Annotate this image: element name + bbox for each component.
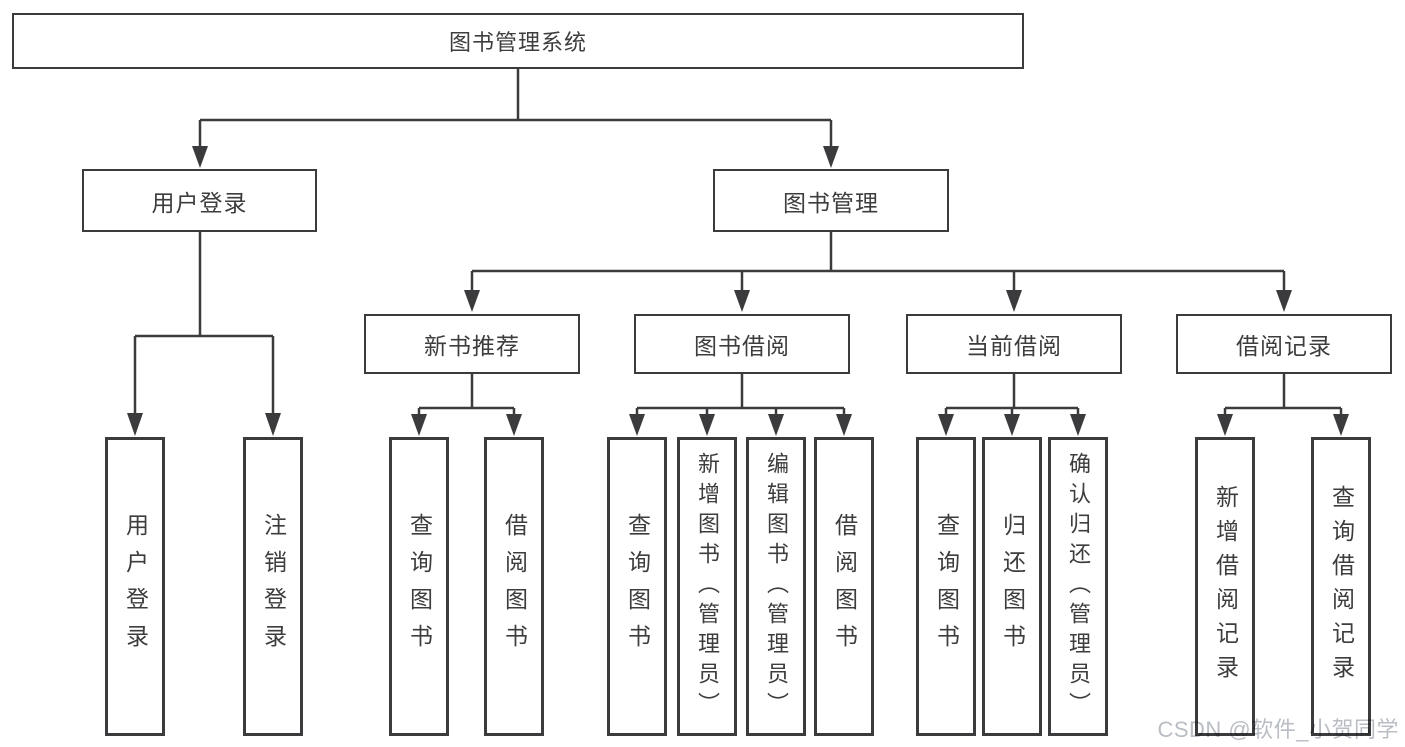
node-book-management: 图书管理 <box>713 169 949 232</box>
node-add-book-admin: 新增图书（管理员） <box>677 437 737 736</box>
edge-root-to-level2 <box>192 69 839 168</box>
node-query-borrow-record-label: 查询借阅记录 <box>1328 484 1355 689</box>
node-user-login: 用户登录 <box>82 169 317 232</box>
node-recommend-query-book: 查询图书 <box>389 437 449 736</box>
node-add-borrow-record: 新增借阅记录 <box>1195 437 1255 736</box>
node-add-book-admin-label: 新增图书（管理员） <box>695 451 720 722</box>
node-book-borrow-label: 图书借阅 <box>694 333 790 359</box>
node-root-label: 图书管理系统 <box>448 30 587 55</box>
node-edit-book-admin-label: 编辑图书（管理员） <box>764 451 789 722</box>
node-recommend-borrow-book: 借阅图书 <box>484 437 544 736</box>
node-current-query-book: 查询图书 <box>916 437 976 736</box>
node-return-book: 归还图书 <box>982 437 1042 736</box>
node-borrow-record: 借阅记录 <box>1176 314 1392 374</box>
node-book-management-label: 图书管理 <box>783 189 879 216</box>
edge-borrow-record-children <box>1217 374 1349 436</box>
node-query-borrow-record: 查询借阅记录 <box>1311 437 1371 736</box>
node-book-borrow: 图书借阅 <box>634 314 850 374</box>
node-borrow-book: 借阅图书 <box>814 437 874 736</box>
node-return-book-label: 归还图书 <box>999 512 1026 661</box>
node-current-query-book-label: 查询图书 <box>933 512 960 661</box>
edge-book-borrow-children <box>629 374 852 436</box>
edge-new-book-recommend-children <box>411 374 522 436</box>
node-edit-book-admin: 编辑图书（管理员） <box>746 437 806 736</box>
node-add-borrow-record-label: 新增借阅记录 <box>1212 484 1239 689</box>
node-new-book-recommend-label: 新书推荐 <box>424 333 520 359</box>
node-confirm-return-admin-label: 确认归还（管理员） <box>1066 451 1091 722</box>
node-borrow-query-book-label: 查询图书 <box>624 512 651 661</box>
node-borrow-book-label: 借阅图书 <box>831 512 858 661</box>
csdn-watermark: CSDN @软件_小贺同学 <box>1157 717 1399 742</box>
node-borrow-record-label: 借阅记录 <box>1236 333 1332 359</box>
node-recommend-borrow-book-label: 借阅图书 <box>501 512 528 661</box>
edge-user-login-children <box>127 232 281 436</box>
node-logout: 注销登录 <box>243 437 303 736</box>
node-login: 用户登录 <box>105 437 165 736</box>
edge-current-borrow-children <box>938 374 1086 436</box>
node-new-book-recommend: 新书推荐 <box>364 314 580 374</box>
node-recommend-query-book-label: 查询图书 <box>406 512 433 661</box>
node-user-login-label: 用户登录 <box>151 189 248 216</box>
node-current-borrow-label: 当前借阅 <box>966 333 1062 359</box>
node-login-label: 用户登录 <box>122 512 149 661</box>
node-logout-label: 注销登录 <box>260 512 287 661</box>
edge-book-management-children <box>464 232 1292 312</box>
node-current-borrow: 当前借阅 <box>906 314 1122 374</box>
node-borrow-query-book: 查询图书 <box>607 437 667 736</box>
node-confirm-return-admin: 确认归还（管理员） <box>1048 437 1108 736</box>
node-root: 图书管理系统 <box>12 13 1024 69</box>
